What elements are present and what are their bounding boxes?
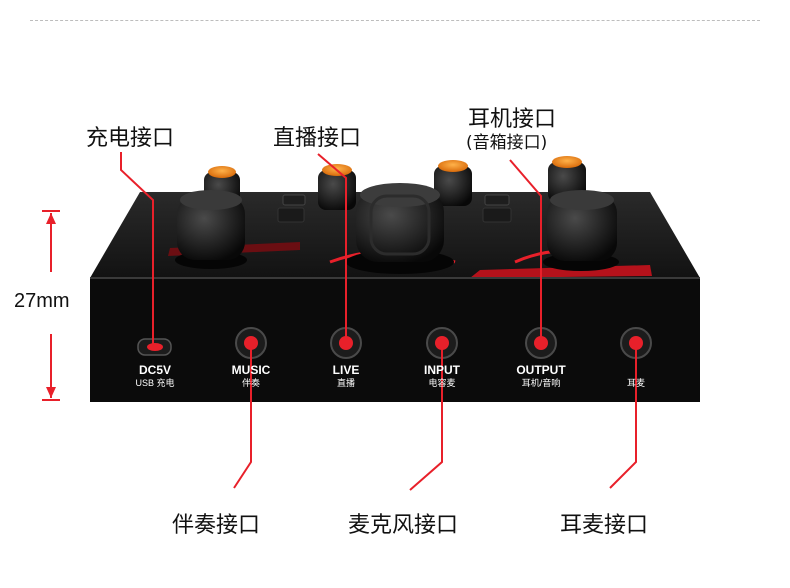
callout-live: 直播接口	[273, 126, 362, 151]
port-label-headset: 耳麦	[627, 377, 645, 390]
leader-line-live	[317, 153, 347, 343]
callout-accompaniment: 伴奏接口	[172, 513, 261, 538]
port-subtitle: USB 充电	[135, 378, 175, 388]
port-name: LIVE	[332, 363, 360, 377]
top-dashed-divider	[30, 20, 760, 21]
knob	[177, 196, 245, 260]
port-label-input: INPUT 电容麦	[424, 364, 460, 390]
switch	[277, 207, 305, 223]
port-subtitle: 电容麦	[428, 378, 456, 388]
switch	[484, 194, 510, 206]
dimension-arrow-down	[46, 387, 56, 398]
port-subtitle: 耳麦	[626, 378, 646, 388]
port-name: INPUT	[424, 363, 460, 377]
callout-headphone-sub: (音箱接口)	[466, 133, 548, 153]
port-label-output: OUTPUT 耳机/音响	[516, 364, 565, 390]
port-label-dc5v: DC5V USB 充电	[135, 364, 174, 390]
port-name: DC5V	[138, 363, 172, 377]
knob-orange-cap	[438, 160, 468, 172]
port-label-live: LIVE 直播	[333, 364, 360, 390]
dimension-arrow-up	[46, 213, 56, 224]
callout-headphone: 耳机接口	[468, 107, 557, 132]
leader-line-dc	[120, 152, 154, 347]
callout-microphone: 麦克风接口	[348, 513, 459, 538]
port-name: MUSIC	[231, 363, 271, 377]
main-volume-knob	[356, 190, 444, 262]
device-front-panel	[90, 278, 700, 402]
knob-top	[180, 190, 242, 210]
port-name: OUTPUT	[516, 363, 566, 377]
leader-line-music	[233, 343, 252, 489]
switch	[482, 207, 512, 223]
usb-port-marker	[147, 343, 163, 351]
knob-orange-cap	[208, 166, 236, 178]
knob	[547, 195, 617, 261]
knob	[434, 166, 472, 206]
leader-line-headphone	[509, 159, 542, 343]
knob-orange-cap	[552, 156, 582, 168]
knob-ring	[369, 194, 431, 256]
leader-line-headset	[609, 343, 637, 489]
port-subtitle: 耳机/音响	[521, 378, 561, 388]
port-label-music: MUSIC 伴奏	[232, 364, 271, 390]
dimension-label: 27mm	[14, 290, 70, 312]
switch	[282, 194, 306, 206]
leader-line-microphone	[409, 343, 443, 491]
port-subtitle: 直播	[336, 378, 356, 388]
port-subtitle: 伴奏	[241, 378, 261, 388]
callout-dc-charge: 充电接口	[86, 126, 175, 151]
callout-headset: 耳麦接口	[560, 513, 649, 538]
knob-top	[550, 190, 614, 210]
